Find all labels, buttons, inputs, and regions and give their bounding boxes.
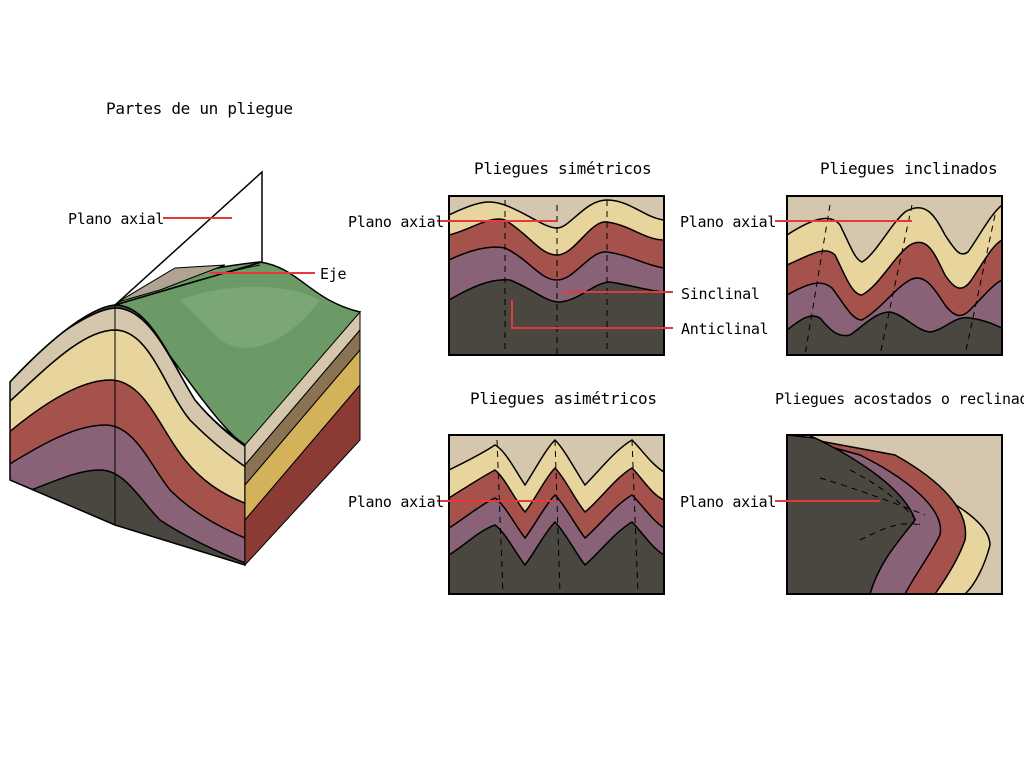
panel-symmetric — [437, 195, 673, 356]
fold-block — [9, 170, 362, 567]
panel-symmetric-label-syncline: Sinclinal — [681, 285, 760, 303]
panel-recumbent-label-axial: Plano axial — [680, 493, 777, 511]
block-side-face — [244, 310, 361, 567]
panel-inclined — [775, 195, 1003, 356]
leader-anticline — [511, 300, 673, 329]
panel-symmetric-title: Pliegues simétricos — [474, 159, 652, 178]
block-label-axis: Eje — [320, 265, 347, 283]
panel-symmetric-label-axial: Plano axial — [348, 213, 445, 231]
panel-inclined-title: Pliegues inclinados — [820, 159, 998, 178]
panel-recumbent-title: Pliegues acostados o reclinados — [775, 390, 1024, 408]
panel-recumbent — [775, 434, 1003, 595]
block-top-light — [180, 286, 320, 348]
block-top-strata — [117, 264, 226, 303]
block-title: Partes de un pliegue — [106, 99, 293, 118]
panel-inclined-label-axial: Plano axial — [680, 213, 777, 231]
panel-asymmetric-title: Pliegues asimétricos — [470, 389, 657, 408]
panel-asymmetric-label-axial: Plano axial — [348, 493, 445, 511]
block-label-axial: Plano axial — [68, 210, 165, 228]
panel-asymmetric — [437, 434, 665, 595]
panel-symmetric-label-anticline: Anticlinal — [681, 320, 769, 338]
